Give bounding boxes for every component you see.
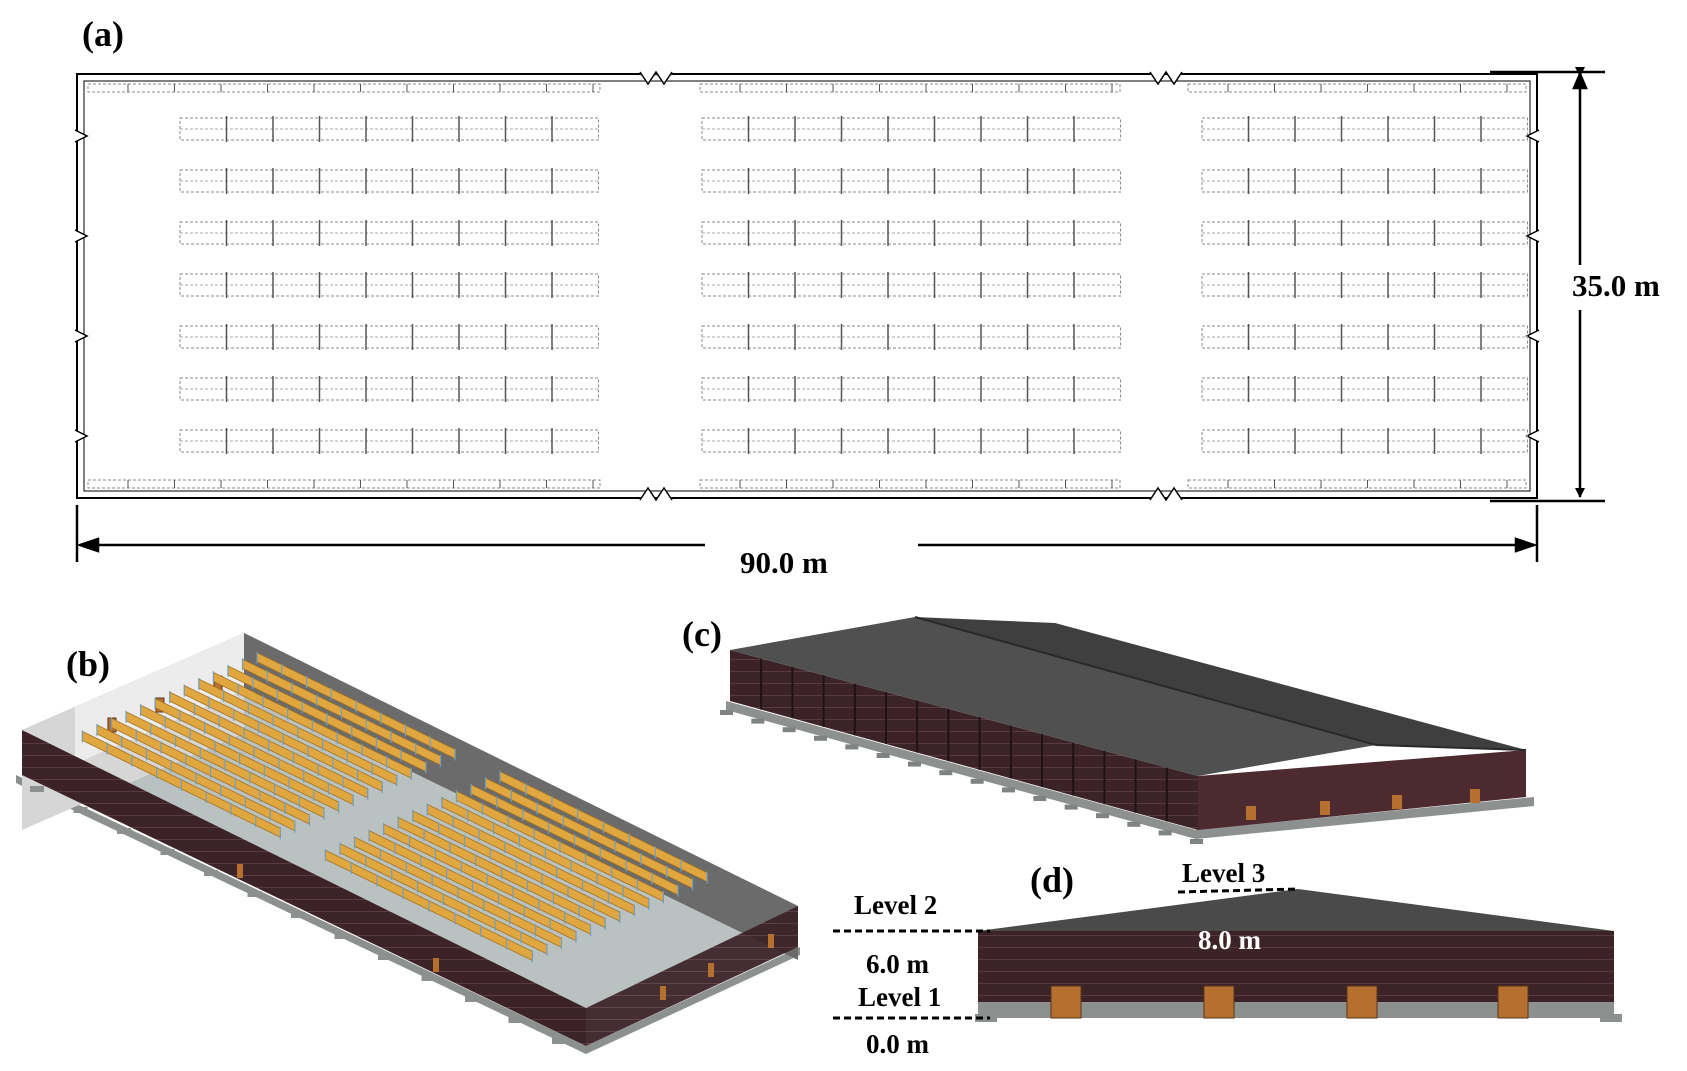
plan-walls xyxy=(76,73,1538,499)
b-footing xyxy=(117,828,131,834)
panel-a-label: (a) xyxy=(82,14,124,54)
width-dimension-label: 90.0 m xyxy=(740,545,828,580)
b-front-wall-right xyxy=(586,906,798,1046)
panel-d-elevation: (d) Level 2 6.0 m Level 1 0.0 m Level 3 … xyxy=(833,858,1622,1059)
c-footing xyxy=(1033,796,1047,801)
width-dimension xyxy=(75,505,1539,562)
b-footing xyxy=(73,807,88,813)
c-footing xyxy=(814,735,827,741)
b-footing xyxy=(465,996,479,1002)
c-footing xyxy=(970,778,984,784)
b-footing xyxy=(508,1017,523,1023)
height-dimension xyxy=(1490,67,1605,503)
c-roof-near xyxy=(730,617,1376,776)
d-level-lines xyxy=(833,887,1299,1020)
d-plinth xyxy=(978,1002,1542,1018)
c-footing xyxy=(939,770,953,776)
c-footing xyxy=(845,744,859,750)
b-exterior-doors xyxy=(237,864,774,1000)
b-footing xyxy=(247,891,262,897)
panel-a-floor-plan: (a) xyxy=(74,14,1660,580)
ridge-height-label: 8.0 m xyxy=(1198,925,1262,955)
panel-b-isometric-interior: (b) xyxy=(16,633,800,1054)
c-footing xyxy=(1002,787,1015,793)
d-doors xyxy=(1050,985,1529,1019)
b-footings xyxy=(30,786,566,1044)
b-footing xyxy=(334,933,349,939)
panel-c-label: (c) xyxy=(682,614,722,654)
c-end-wall xyxy=(1198,750,1526,830)
c-ridge-line xyxy=(914,616,1527,751)
c-footing xyxy=(1190,839,1203,844)
b-footing xyxy=(160,849,175,855)
level-1-label: Level 1 xyxy=(858,982,941,1012)
perimeter-shelf-ticks xyxy=(127,84,1508,488)
level-2-label: Level 2 xyxy=(854,890,937,920)
b-footing xyxy=(552,1038,566,1044)
c-roof-far xyxy=(915,617,1526,750)
c-footing xyxy=(876,753,890,758)
wall-height-label: 6.0 m xyxy=(866,949,930,979)
plan-rack-rows xyxy=(127,84,1528,488)
d-wall-right xyxy=(1542,931,1614,1002)
b-footing xyxy=(378,954,392,960)
d-roof xyxy=(978,889,1614,931)
panel-d-label: (d) xyxy=(1030,860,1074,900)
c-footings xyxy=(720,710,1203,844)
c-footing xyxy=(1158,830,1172,836)
c-wall-pilasters xyxy=(760,658,1168,822)
c-footing xyxy=(908,761,921,767)
c-footing xyxy=(782,727,796,733)
c-footing xyxy=(751,718,765,724)
c-footing xyxy=(1064,804,1078,810)
height-dimension-label: 35.0 m xyxy=(1572,268,1660,303)
panel-c-isometric-exterior: (c) xyxy=(682,614,1534,844)
c-footing xyxy=(1127,821,1141,827)
c-end-wall-doors xyxy=(1246,789,1480,820)
ground-elevation-label: 0.0 m xyxy=(866,1029,930,1059)
plan-door-notches xyxy=(74,70,1540,502)
b-shelving-rows xyxy=(81,651,708,963)
b-footing xyxy=(291,912,305,918)
b-footing xyxy=(204,870,218,876)
b-front-wall-left xyxy=(22,730,586,1046)
d-footing-left xyxy=(975,1014,997,1022)
plan-perimeter-shelves xyxy=(87,83,1527,489)
panel-b-label: (b) xyxy=(66,644,110,684)
b-footing xyxy=(421,975,436,981)
d-plinth-right xyxy=(1542,1002,1614,1018)
c-long-wall xyxy=(730,650,1198,830)
b-footing xyxy=(30,786,44,792)
c-footing xyxy=(1096,813,1109,819)
c-footing xyxy=(720,710,733,715)
level-3-label: Level 3 xyxy=(1182,858,1265,888)
